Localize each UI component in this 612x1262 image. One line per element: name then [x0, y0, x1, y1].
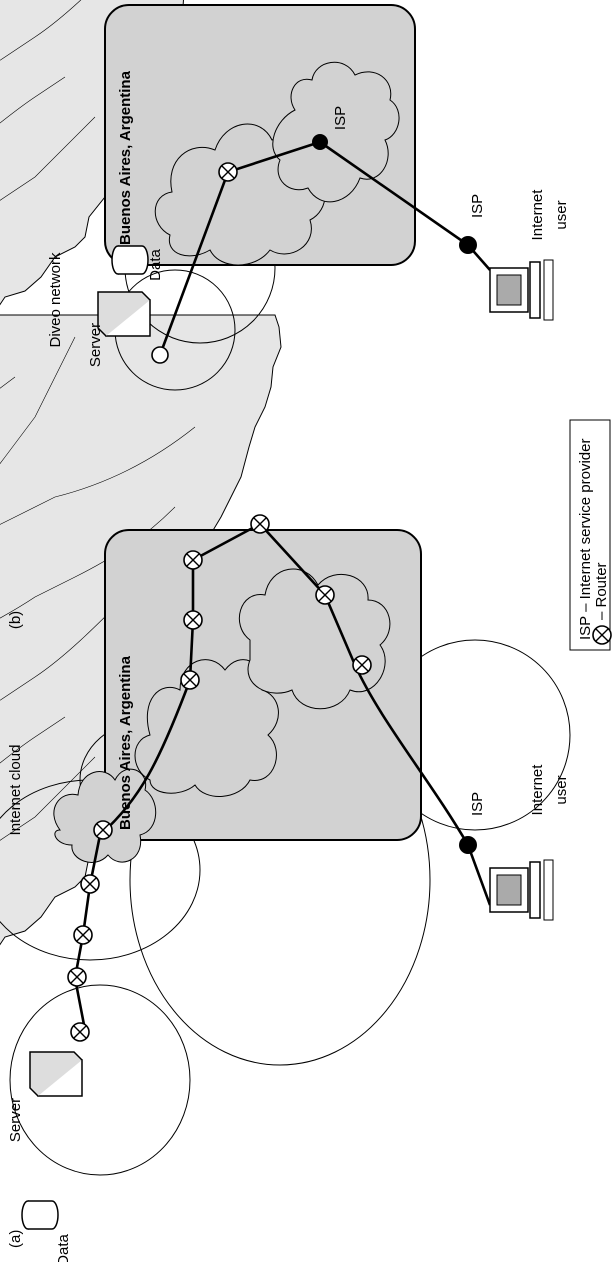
link-a-cloud-chain	[73, 522, 492, 1031]
router-a-8	[183, 550, 203, 570]
user-label-a-line1: Internet	[529, 764, 546, 816]
panel-b-tag: (b)	[7, 611, 24, 629]
isp-node-a	[459, 836, 477, 854]
data-label-a: Data	[55, 1234, 72, 1262]
network-label-b: Diveo network	[47, 252, 64, 348]
router-a-3	[73, 925, 93, 945]
computer-icon-b	[489, 259, 554, 321]
router-b-1	[218, 162, 238, 182]
isp-label-a: ISP	[469, 792, 486, 816]
user-label-b-line2: user	[553, 200, 570, 229]
database-icon-b	[111, 245, 149, 275]
isp-cloud-label-b: ISP	[332, 106, 349, 130]
router-a-4	[80, 874, 100, 894]
server-label-a: Server	[7, 1098, 24, 1142]
cloud-b-isp	[272, 61, 400, 203]
computer-icon-a	[489, 859, 554, 921]
router-a-6	[180, 670, 200, 690]
router-a-11	[352, 655, 372, 675]
router-a-7	[183, 610, 203, 630]
region-label-a: Buenos Aires, Argentina	[117, 655, 134, 830]
router-a-9	[250, 514, 270, 534]
router-a-5	[93, 820, 113, 840]
isp-node-b-cloud	[312, 134, 328, 150]
user-label-b-line1: Internet	[529, 189, 546, 241]
database-icon-a	[21, 1200, 59, 1230]
internet-cloud-ring-a3	[9, 984, 191, 1176]
router-a-1	[70, 1022, 90, 1042]
legend-router-text: – Router	[593, 562, 610, 620]
router-a-2	[67, 967, 87, 987]
cloud-a-lower	[238, 568, 391, 710]
router-a-10	[315, 585, 335, 605]
user-label-a-line2: user	[553, 775, 570, 804]
cloud-label-a: Internet cloud	[7, 745, 24, 836]
server-node-b	[151, 346, 169, 364]
region-label-b: Buenos Aires, Argentina	[117, 70, 134, 245]
legend-isp-text: ISP – Internet service provider	[577, 439, 594, 641]
server-icon-b	[97, 291, 151, 337]
server-icon-a	[29, 1051, 83, 1097]
server-label-b: Server	[87, 323, 104, 367]
legend: ISP – Internet service provider – Router	[569, 419, 612, 651]
panel-a-tag: (a)	[7, 1230, 24, 1248]
legend-router-icon	[592, 625, 612, 645]
isp-node-b	[459, 236, 477, 254]
data-label-b: Data	[147, 249, 164, 281]
isp-label-b: ISP	[469, 194, 486, 218]
cloud-a-internet	[53, 768, 157, 863]
